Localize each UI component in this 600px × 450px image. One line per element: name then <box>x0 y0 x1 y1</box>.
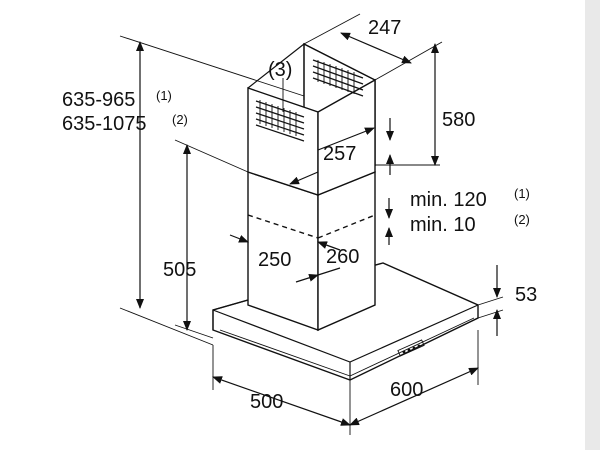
label-overall-height-1-note: (1) <box>156 88 172 103</box>
label-gap-1-note: (1) <box>514 186 530 201</box>
vent-grill-left <box>255 100 305 142</box>
label-overall-height-2: 635-1075 <box>62 113 147 135</box>
vent-grill-top <box>312 59 364 97</box>
label-canopy-width: 600 <box>390 379 423 401</box>
label-chimney-depth-lower: 260 <box>326 246 359 268</box>
dimension-labels: 635-965 (1) 635-1075 (2) (3) 247 580 257… <box>62 17 537 413</box>
label-overall-height-2-note: (2) <box>172 112 188 127</box>
label-chimney-note: (3) <box>268 59 292 81</box>
label-lower-chimney-height: 505 <box>163 259 196 281</box>
label-gap-1: min. 120 <box>410 189 487 211</box>
label-chimney-depth: 257 <box>323 143 356 165</box>
label-gap-2: min. 10 <box>410 214 476 236</box>
dimension-lines <box>119 13 504 435</box>
label-chimney-width-top: 247 <box>368 17 401 39</box>
label-chimney-width-lower: 250 <box>258 249 291 271</box>
label-canopy-depth: 500 <box>250 391 283 413</box>
label-overall-height-1: 635-965 <box>62 89 135 111</box>
control-panel <box>397 339 425 357</box>
label-canopy-height: 53 <box>515 284 537 306</box>
label-chimney-height: 580 <box>442 109 475 131</box>
label-gap-2-note: (2) <box>514 212 530 227</box>
